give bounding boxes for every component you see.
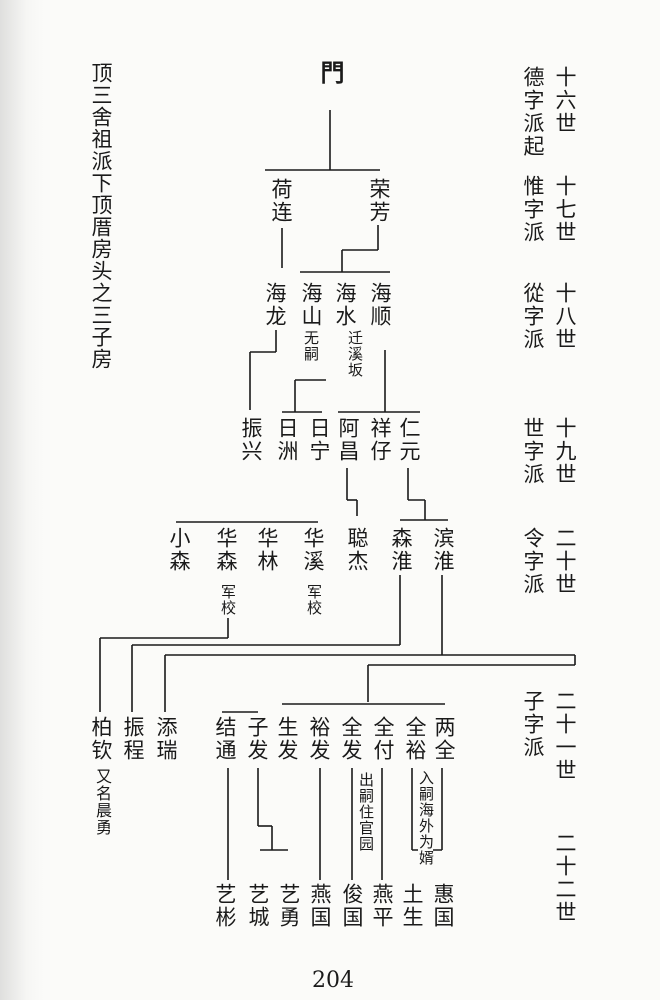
member-xiangzai: 祥仔	[368, 417, 392, 463]
member-zifa: 子发	[245, 716, 269, 762]
member-yanguo: 燕国	[308, 883, 332, 929]
page-number: 204	[312, 968, 354, 993]
branch-16: 德字派起	[521, 66, 545, 158]
member-quanfa: 全发	[339, 716, 363, 762]
member-congjie: 聪杰	[345, 527, 369, 573]
member-yufa: 裕发	[307, 716, 331, 762]
member-yicheng: 艺城	[246, 883, 270, 929]
member-yibin: 艺彬	[213, 883, 237, 929]
generation-19: 十九世	[553, 417, 577, 486]
member-hailong: 海龙	[263, 282, 287, 328]
note-haishan: 无嗣	[302, 330, 320, 362]
branch-21: 子字派	[521, 690, 545, 759]
member-huasen: 华森	[214, 527, 238, 573]
member-haishan: 海山	[299, 282, 323, 328]
branch-17: 惟字派	[521, 175, 545, 244]
note-huaxi: 军校	[305, 584, 323, 616]
member-achang: 阿昌	[336, 417, 360, 463]
branch-19: 世字派	[521, 417, 545, 486]
member-liangquan: 两全	[432, 716, 456, 762]
member-jietong: 结通	[213, 716, 237, 762]
generation-18: 十八世	[553, 282, 577, 351]
member-tusheng: 土生	[400, 883, 424, 929]
note-haishui: 迁溪坂	[346, 330, 364, 378]
branch-18: 從字派	[521, 282, 545, 351]
member-binhuai: 滨淮	[431, 527, 455, 573]
root-mark: 門	[316, 60, 345, 86]
note-boqin: 又名晨勇	[93, 768, 112, 836]
member-boqin: 柏钦	[89, 716, 113, 762]
member-rining: 日宁	[307, 417, 331, 463]
side-title: 顶三舍祖派下顶厝房头之三子房	[89, 62, 113, 370]
note-quanyu: 入嗣海外为婿	[417, 770, 435, 866]
member-zhenxing: 振兴	[239, 417, 263, 463]
note-huasen: 军校	[219, 584, 237, 616]
member-yiyong: 艺勇	[277, 883, 301, 929]
member-renyuan: 仁元	[397, 417, 421, 463]
branch-20: 令字派	[521, 527, 545, 596]
generation-22: 二十二世	[553, 832, 577, 924]
generation-16: 十六世	[553, 66, 577, 135]
member-tianrui: 添瑞	[154, 716, 178, 762]
member-quanfu: 全付	[371, 716, 395, 762]
generation-21: 二十一世	[553, 690, 577, 782]
member-haishui: 海水	[333, 282, 357, 328]
member-senhuai: 森淮	[389, 527, 413, 573]
member-helian: 荷连	[269, 178, 293, 224]
member-yanping: 燕平	[370, 883, 394, 929]
page-edge-shadow	[0, 0, 44, 1000]
note-quanfa: 出嗣住官园	[357, 772, 375, 852]
member-rongfang: 荣芳	[367, 178, 391, 224]
generation-17: 十七世	[553, 175, 577, 244]
member-xiaosen: 小森	[167, 527, 191, 573]
member-hualin: 华林	[255, 527, 279, 573]
generation-20: 二十世	[553, 527, 577, 596]
member-shengfa: 生发	[275, 716, 299, 762]
member-rizhou: 日洲	[275, 417, 299, 463]
member-haishun: 海顺	[368, 282, 392, 328]
member-quanyu: 全裕	[403, 716, 427, 762]
member-zhencheng: 振程	[121, 716, 145, 762]
member-huiguo: 惠国	[431, 883, 455, 929]
member-huaxi: 华溪	[301, 527, 325, 573]
member-junguo: 俊国	[340, 883, 364, 929]
